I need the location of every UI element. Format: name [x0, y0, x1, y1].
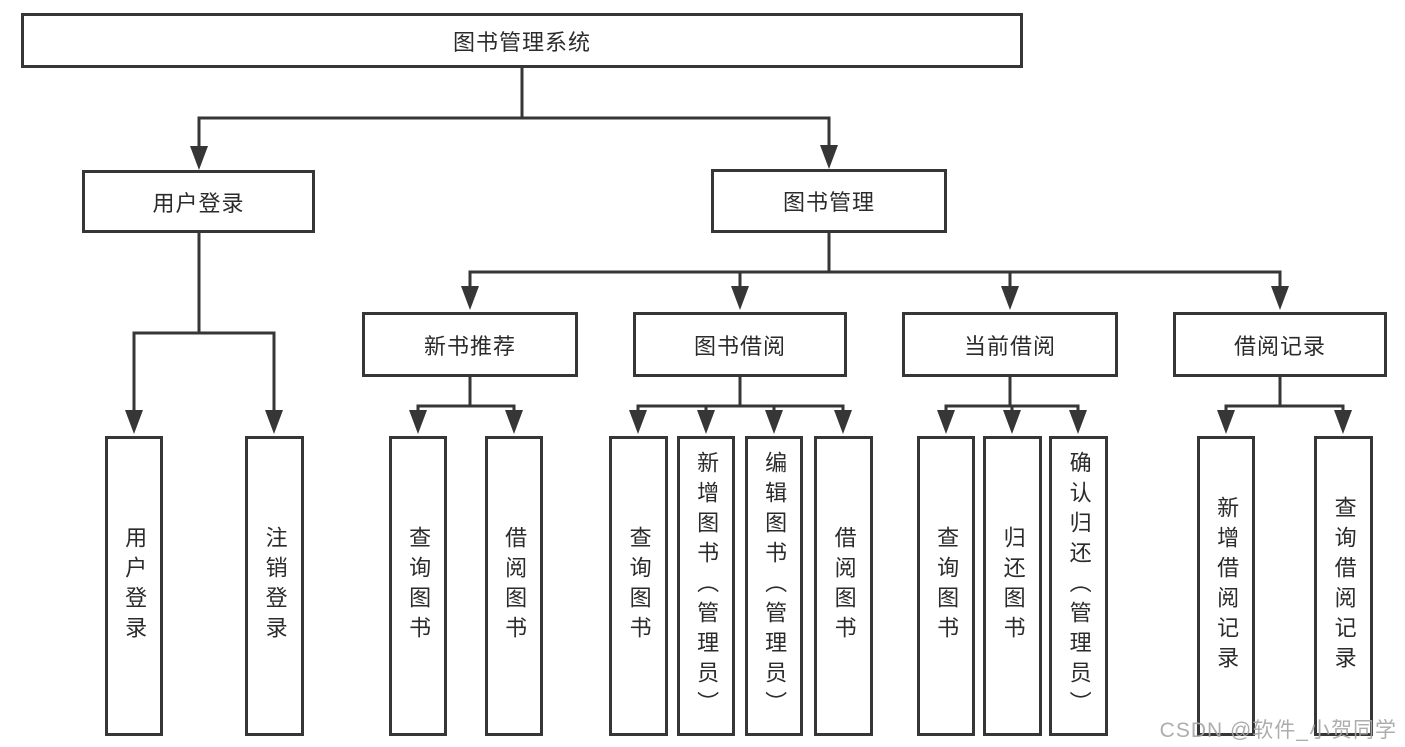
node-leaf-borrow-books-recommend: 借阅图书 — [485, 436, 543, 736]
leaf-label: 查询图书 — [406, 526, 432, 646]
leaf-label: 用户登录 — [122, 526, 148, 646]
node-root-label: 图书管理系统 — [452, 29, 591, 55]
watermark: CSDN @软件_小贺同学 — [1159, 719, 1397, 742]
node-leaf-logout: 注销登录 — [245, 436, 304, 736]
leaf-label: 确认归还（管理员） — [1066, 451, 1092, 721]
node-new-book-recommend-label: 新书推荐 — [423, 333, 516, 359]
node-new-book-recommend: 新书推荐 — [362, 312, 578, 377]
node-leaf-query-borrow-record: 查询借阅记录 — [1314, 436, 1373, 736]
node-leaf-query-books-recommend: 查询图书 — [389, 436, 447, 736]
leaf-label: 注销登录 — [262, 526, 288, 646]
leaf-label: 归还图书 — [1000, 526, 1026, 646]
node-root-library-system: 图书管理系统 — [21, 13, 1023, 68]
node-user-login-label: 用户登录 — [152, 190, 245, 216]
node-leaf-borrow-books: 借阅图书 — [814, 436, 873, 736]
node-leaf-confirm-return-admin: 确认归还（管理员） — [1049, 436, 1108, 736]
leaf-label: 借阅图书 — [831, 526, 857, 646]
node-borrow-records: 借阅记录 — [1173, 312, 1387, 377]
node-borrow-records-label: 借阅记录 — [1233, 333, 1326, 359]
node-current-borrow-label: 当前借阅 — [963, 333, 1056, 359]
leaf-label: 查询借阅记录 — [1331, 496, 1357, 676]
node-book-management-label: 图书管理 — [782, 190, 875, 215]
node-leaf-query-books-borrow: 查询图书 — [609, 436, 668, 736]
node-leaf-user-login: 用户登录 — [105, 436, 163, 736]
node-book-management: 图书管理 — [711, 169, 947, 233]
node-user-login: 用户登录 — [82, 170, 315, 233]
leaf-label: 新增借阅记录 — [1214, 496, 1240, 676]
node-book-borrow-label: 图书借阅 — [693, 333, 786, 359]
leaf-label: 查询图书 — [626, 526, 652, 646]
node-leaf-query-books-current: 查询图书 — [917, 436, 975, 736]
node-current-borrow: 当前借阅 — [902, 312, 1118, 377]
node-leaf-edit-books-admin: 编辑图书（管理员） — [745, 436, 803, 736]
node-book-borrow: 图书借阅 — [633, 312, 847, 377]
leaf-label: 新增图书（管理员） — [694, 451, 720, 721]
leaf-label: 借阅图书 — [502, 526, 528, 646]
node-leaf-return-books: 归还图书 — [983, 436, 1042, 736]
node-leaf-add-books-admin: 新增图书（管理员） — [677, 436, 735, 736]
node-leaf-add-borrow-record: 新增借阅记录 — [1197, 436, 1255, 736]
leaf-label: 编辑图书（管理员） — [762, 451, 788, 721]
arrowheads — [125, 145, 1352, 434]
leaf-label: 查询图书 — [934, 526, 960, 646]
